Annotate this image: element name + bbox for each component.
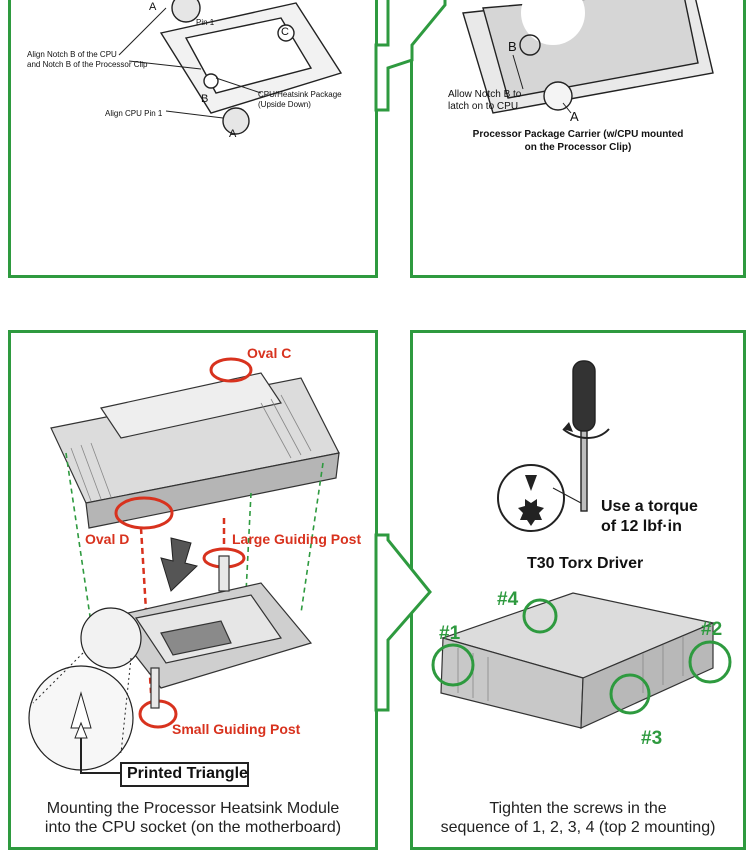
cpu-clip-illustration bbox=[118, 0, 343, 135]
printed-triangle-label: Printed Triangle bbox=[127, 765, 248, 782]
label-pin1: Pin 1 bbox=[196, 18, 215, 27]
label-c: C bbox=[281, 26, 289, 38]
screw-1-label: #1 bbox=[439, 623, 461, 644]
torx-driver-illustration bbox=[431, 360, 732, 729]
label-a-bottom: A bbox=[229, 128, 237, 140]
allow-notch-text: Allow Notch B to latch on to CPU bbox=[448, 89, 522, 112]
processor-carrier-panel: B Allow Notch B to latch on to CPU A Pro… bbox=[410, 0, 746, 278]
label-b: B bbox=[201, 93, 209, 105]
carrier-illustration bbox=[462, 0, 714, 114]
heatsink-mounting-panel: Oval C Oval D Large Guiding Post Small G… bbox=[8, 330, 378, 850]
torx-driver-label: T30 Torx Driver bbox=[527, 555, 644, 572]
oval-d-label: Oval D bbox=[85, 531, 130, 547]
label-a-carrier: A bbox=[570, 109, 579, 124]
screw-tightening-panel: Use a torque of 12 lbf·in T30 Torx Drive… bbox=[410, 330, 746, 850]
label-a-top: A bbox=[149, 1, 157, 13]
align-notch-text: Align Notch B of the CPU and Notch B of … bbox=[27, 50, 148, 69]
cpu-clip-alignment-panel: A Pin 1 C Align Notch B of the CPU and N… bbox=[8, 0, 378, 278]
label-b-carrier: B bbox=[508, 39, 517, 54]
screw-4-label: #4 bbox=[497, 589, 519, 610]
tighten-caption: Tighten the screws in the sequence of 1,… bbox=[440, 800, 716, 836]
screw-2-label: #2 bbox=[701, 619, 723, 640]
heatsink-mounting-illustration bbox=[28, 357, 340, 787]
small-guiding-post-label: Small Guiding Post bbox=[172, 721, 301, 737]
mounting-caption: Mounting the Processor Heatsink Module i… bbox=[44, 800, 342, 836]
torque-label: Use a torque of 12 lbf·in bbox=[601, 498, 698, 535]
carrier-caption: Processor Package Carrier (w/CPU mounted… bbox=[472, 129, 684, 153]
screw-3-label: #3 bbox=[641, 728, 663, 749]
large-guiding-post-label: Large Guiding Post bbox=[232, 531, 362, 547]
cpu-package-text: CPU/Heatsink Package (Upside Down) bbox=[258, 90, 342, 109]
oval-c-label: Oval C bbox=[247, 345, 292, 361]
align-pin-text: Align CPU Pin 1 bbox=[105, 109, 163, 118]
